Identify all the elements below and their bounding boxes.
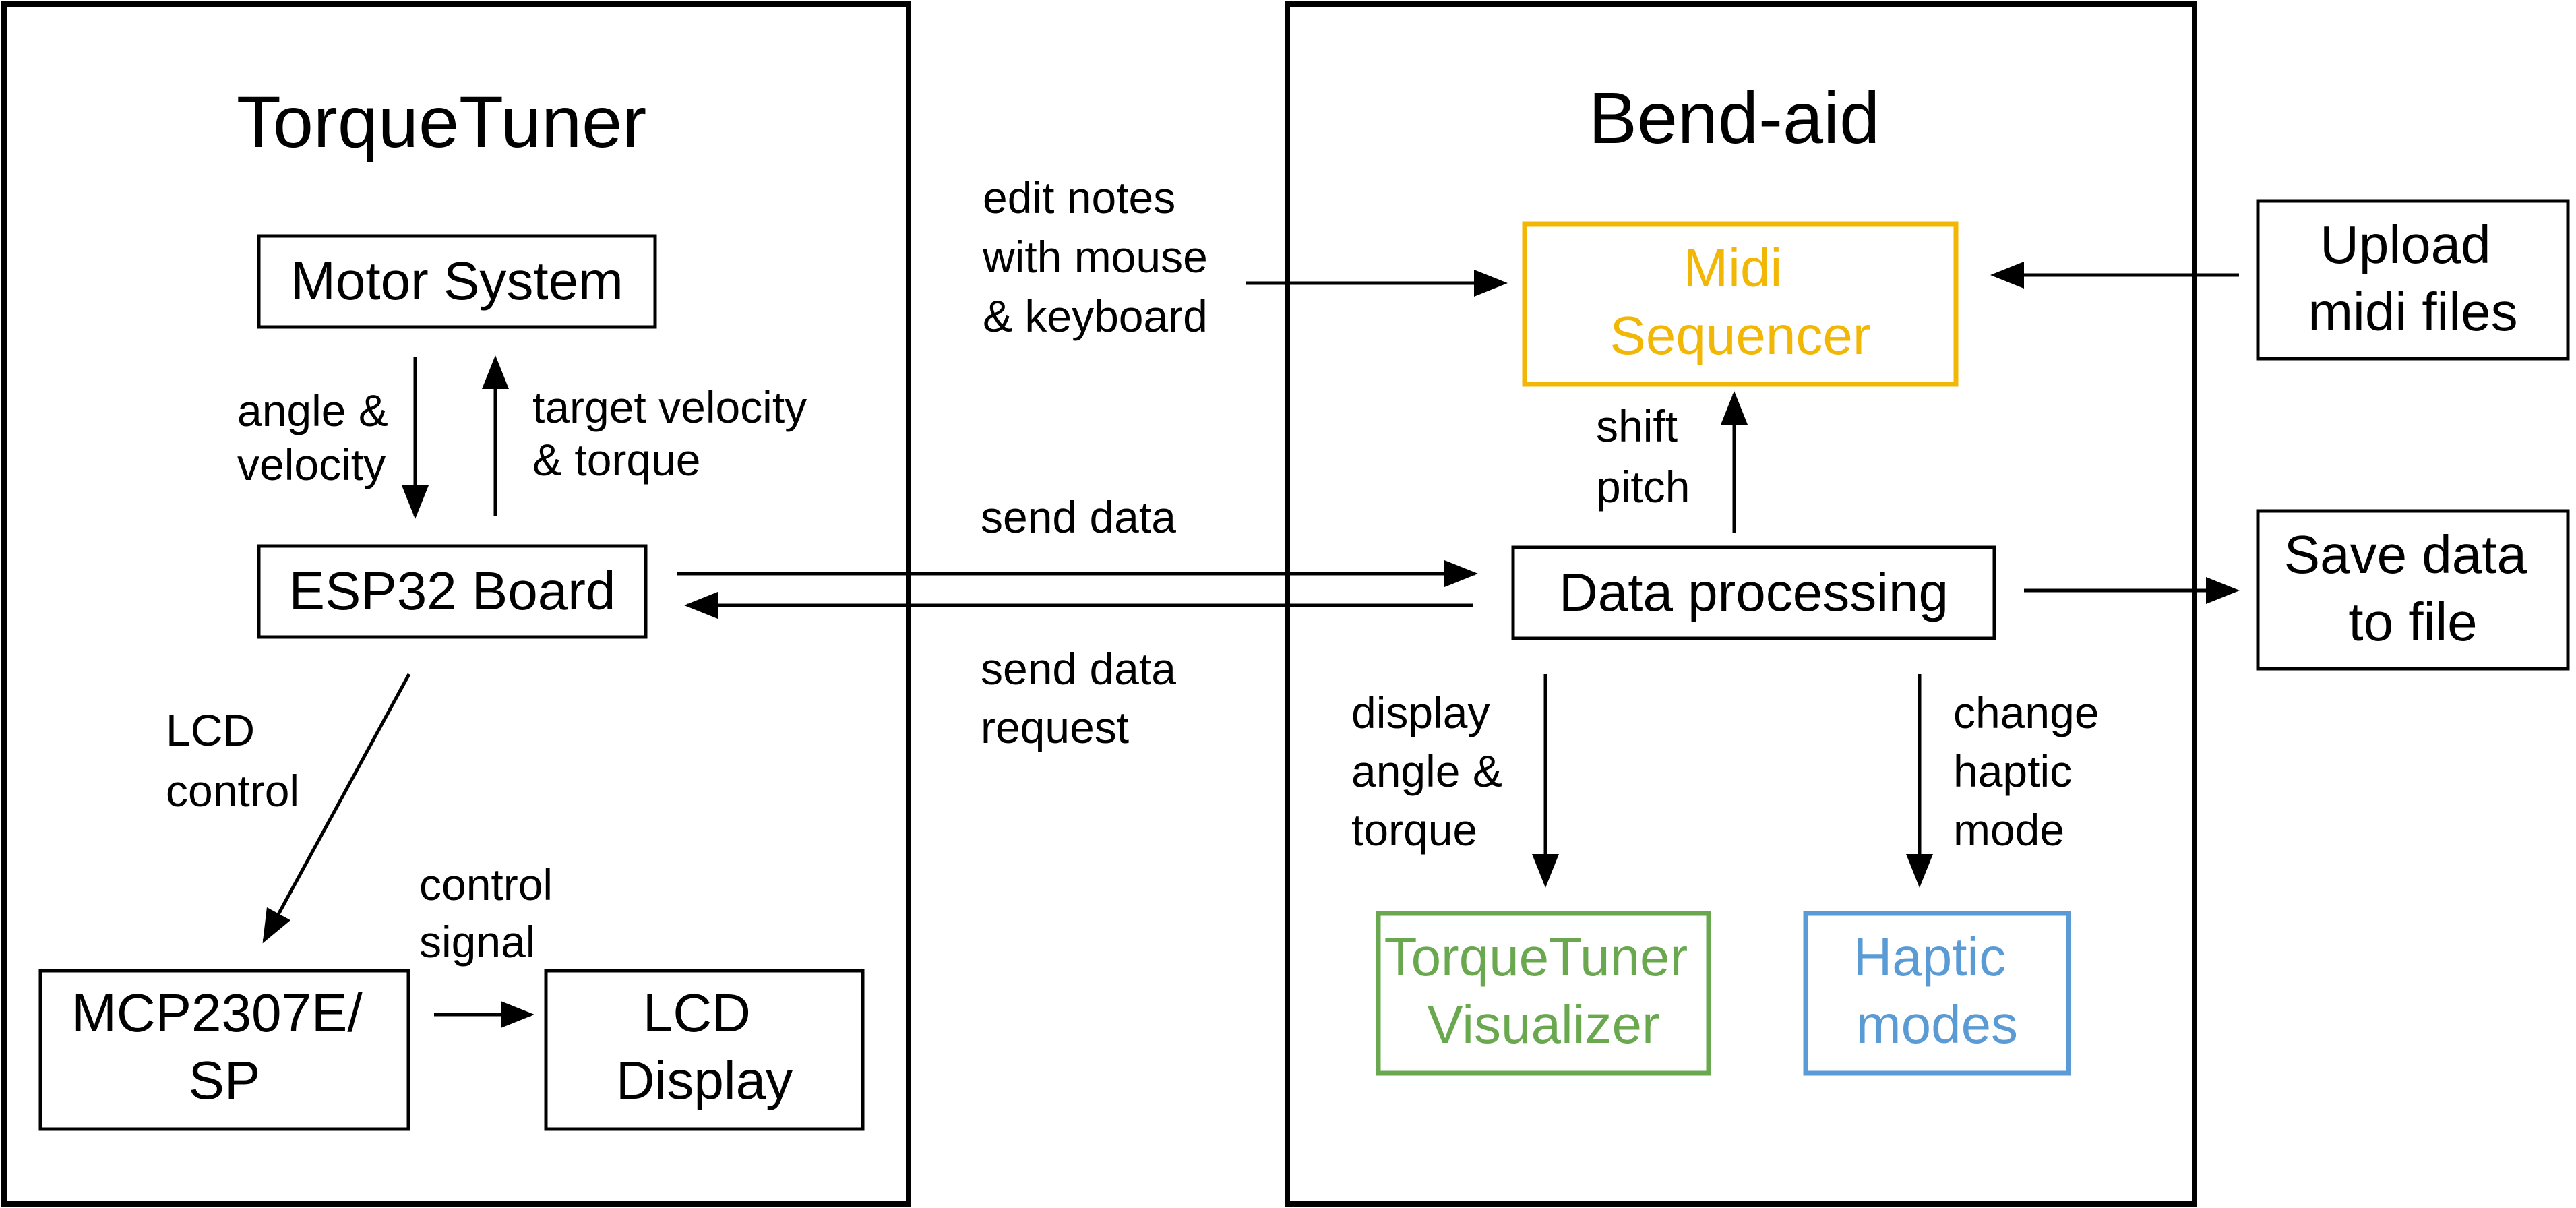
label-control-signal: control signal — [419, 859, 565, 967]
label-shift-pitch: shift pitch — [1596, 401, 1690, 512]
svg-text:Upload midi files: Upload midi files — [2308, 214, 2517, 342]
svg-text:Midi Sequencer: Midi Sequencer — [1610, 238, 1871, 365]
arrow-esp32-to-mcp — [262, 673, 411, 944]
upload-midi-node: Upload midi files — [2256, 199, 2570, 361]
haptic-modes-node: Haptic modes — [1803, 911, 2071, 1076]
label-lcd-control: LCD control — [166, 705, 299, 816]
label-send-data: send data — [981, 492, 1176, 542]
label-change-haptic-mode: change haptic mode — [1953, 688, 2112, 855]
svg-text:Save data to file: Save data to file — [2284, 524, 2542, 652]
label-angle-velocity: angle & velocity — [237, 386, 400, 489]
data-processing-node: Data processing — [1511, 545, 1996, 640]
torquetuner-title: TorqueTuner — [237, 81, 646, 162]
svg-text:Data processing: Data processing — [1559, 562, 1949, 622]
midi-sequencer-node: Midi Sequencer — [1522, 221, 1959, 387]
bend-aid-title: Bend-aid — [1589, 77, 1880, 158]
esp32-board-node: ESP32 Board — [257, 544, 648, 639]
svg-text:LCD Display: LCD Display — [616, 983, 793, 1110]
lcd-display-node: LCD Display — [544, 969, 865, 1131]
svg-text:MCP2307E/ SP: MCP2307E/ SP — [71, 983, 377, 1110]
svg-text:Motor System: Motor System — [290, 251, 623, 311]
label-display-angle-torque: display angle & torque — [1351, 688, 1514, 855]
svg-text:Haptic modes: Haptic modes — [1853, 927, 2021, 1054]
label-edit-notes: edit notes with mouse & keyboard — [982, 173, 1220, 341]
motor-system-node: Motor System — [257, 234, 657, 329]
label-send-data-request: send data request — [981, 644, 1188, 752]
label-target-velocity-torque: target velocity & torque — [532, 382, 820, 485]
torquetuner-visualizer-node: TorqueTuner Visualizer — [1376, 911, 1711, 1076]
svg-text:ESP32 Board: ESP32 Board — [289, 561, 616, 621]
mcp2307-node: MCP2307E/ SP — [38, 969, 410, 1131]
save-data-node: Save data to file — [2256, 509, 2570, 671]
svg-text:TorqueTuner Visualizer: TorqueTuner Visualizer — [1384, 927, 1703, 1054]
